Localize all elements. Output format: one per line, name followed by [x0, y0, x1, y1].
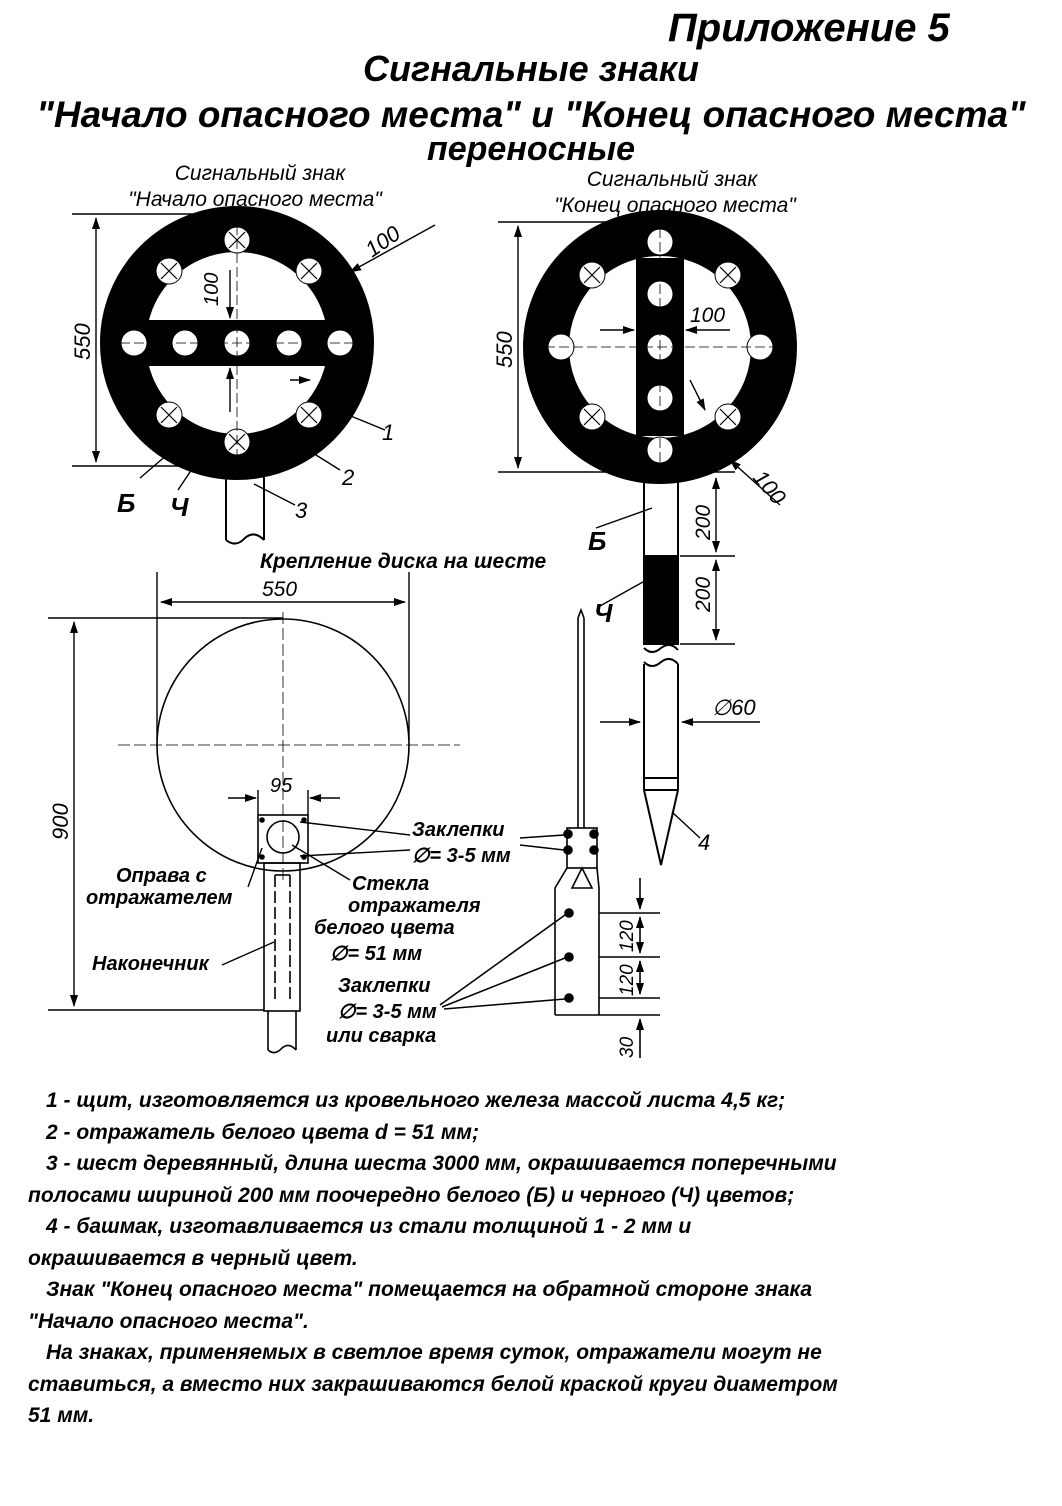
left-dim-height: 550	[70, 323, 95, 360]
right-dim-bar: 100	[690, 304, 725, 327]
right-dimensions	[498, 221, 781, 839]
left-label-1: 1	[382, 420, 394, 445]
title-line-2: "Начало опасного места" и "Конец опасног…	[36, 94, 1026, 135]
right-dim-height: 550	[492, 331, 517, 368]
mount-title: Крепление диска на шесте	[260, 550, 547, 573]
right-label-4: 4	[698, 830, 710, 855]
left-label-2: 2	[341, 465, 354, 490]
left-sign-disc	[100, 206, 374, 480]
glass-label-3: белого цвета	[314, 917, 455, 939]
right-sign-disc	[523, 210, 797, 484]
left-sign-pole	[225, 466, 265, 545]
mount-disc	[118, 612, 460, 1054]
note-5: Знак "Конец опасного места" помещается н…	[28, 1278, 813, 1333]
note-2: 2 - отражатель белого цвета d = 51 мм;	[46, 1120, 479, 1144]
notes: 1 - щит, изготовляется из кровельного же…	[28, 1085, 848, 1432]
note-6: На знаках, применяемых в светлое время с…	[28, 1341, 838, 1427]
right-label-white: Б	[588, 526, 606, 556]
rivets-bottom-label-3: или сварка	[326, 1025, 436, 1047]
left-label-black: Ч	[170, 492, 189, 522]
right-sign-caption-1: Сигнальный знак	[586, 168, 758, 191]
mount-dim-width: 550	[262, 578, 297, 601]
rivets-top-label-1: Заклепки	[412, 819, 504, 841]
mount-dimensions	[48, 572, 411, 1011]
right-sign-pole	[643, 472, 679, 866]
rod-dim-120b: 120	[617, 964, 638, 996]
glass-label-1: Стекла	[352, 873, 429, 895]
mount-dim-height: 900	[48, 803, 73, 840]
left-label-white: Б	[117, 488, 135, 518]
left-label-3: 3	[295, 498, 308, 523]
title-line-1: Сигнальные знаки	[362, 48, 700, 89]
tip-label: Наконечник	[92, 953, 210, 975]
mount-dim-95: 95	[270, 775, 293, 797]
note-1: 1 - щит, изготовляется из кровельного же…	[46, 1089, 786, 1112]
left-sign-caption-1: Сигнальный знак	[174, 162, 346, 185]
glass-label-2: отражателя	[348, 895, 481, 917]
right-dim-stripe-2: 200	[692, 577, 715, 613]
right-dim-ring: 100	[748, 465, 791, 510]
note-4: 4 - башмак, изготавливается из стали тол…	[28, 1215, 692, 1270]
rod-detail	[439, 607, 660, 1058]
rivets-bottom-label-2: ∅= 3-5 мм	[338, 1001, 437, 1023]
right-dim-stripe-1: 200	[692, 505, 715, 541]
rivets-bottom-label-1: Заклепки	[338, 975, 430, 997]
glass-label-4: ∅= 51 мм	[330, 943, 422, 965]
left-sign-caption-2: "Начало опасного места"	[128, 188, 382, 211]
left-dim-ring: 100	[361, 220, 406, 262]
left-dim-bar: 100	[201, 273, 223, 306]
right-dim-diameter: ∅60	[712, 695, 756, 720]
right-sign-caption-2: "Конец опасного места"	[554, 194, 796, 217]
rivets-top-label-2: ∅= 3-5 мм	[412, 845, 511, 867]
frame-label-1: Оправа с	[116, 865, 207, 887]
frame-label-2: отражателем	[86, 887, 233, 909]
rod-dim-30: 30	[617, 1036, 638, 1058]
note-3: 3 - шест деревянный, длина шеста 3000 мм…	[28, 1152, 837, 1207]
right-label-black: Ч	[594, 598, 613, 628]
rod-dim-120a: 120	[617, 920, 638, 952]
technical-drawing: 550 100 100 1 2 3 Б Ч	[48, 206, 797, 1058]
title-line-3: переносные	[426, 130, 636, 168]
appendix-label: Приложение 5	[668, 6, 950, 50]
left-dimensions	[72, 213, 436, 506]
